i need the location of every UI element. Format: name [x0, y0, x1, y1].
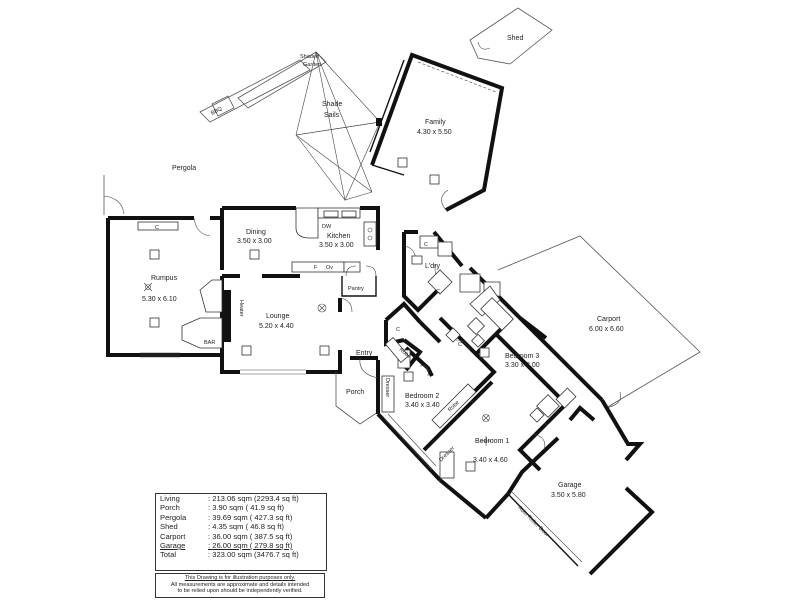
label-porch: Porch — [346, 389, 364, 396]
label-lounge: Lounge — [266, 313, 289, 320]
area-value: : 26.00 sqm ( 279.8 sq ft) — [208, 541, 293, 551]
area-row-porch: Porch : 3.90 sqm ( 41.9 sq ft) — [156, 503, 326, 512]
label-rumpus-dim: 5.30 x 6.10 — [142, 296, 177, 303]
area-row-shed: Shed : 4.35 sqm ( 46.8 sq ft) — [156, 522, 326, 531]
garage-walls — [507, 398, 655, 576]
area-value: : 36.00 sqm ( 387.5 sq ft) — [208, 531, 293, 541]
area-row-living: Living : 213.06 sqm (2293.4 sq ft) — [156, 494, 326, 503]
label-bbq: BBQ — [210, 106, 224, 117]
label-dresser-2: Dresser — [384, 378, 390, 397]
label-ldry-c: C — [424, 242, 428, 248]
shed-outline — [469, 7, 553, 65]
label-garage-dim: 3.50 x 5.80 — [551, 492, 586, 499]
lounge-details — [240, 303, 330, 375]
area-name: Carport — [160, 531, 186, 541]
pergola-outline — [103, 175, 125, 215]
label-kitchen-dim: 3.50 x 3.00 — [319, 242, 354, 249]
label-shed: Shed — [507, 35, 523, 42]
area-table: Living : 213.06 sqm (2293.4 sq ft) Porch… — [155, 493, 327, 571]
label-sails: Sails — [324, 112, 340, 119]
label-pantry: Pantry — [348, 286, 364, 292]
bathroom-details — [445, 297, 577, 423]
label-family: Family — [425, 119, 446, 126]
label-bedroom1-dim: 3.40 x 4.60 — [473, 457, 508, 464]
label-rumpus-c: C — [155, 225, 159, 231]
area-row-carport: Carport : 36.00 sqm ( 387.5 sq ft) — [156, 532, 326, 541]
pergola-post — [376, 118, 382, 126]
area-value: : 39.69 sqm ( 427.3 sq ft) — [208, 512, 293, 522]
label-entry: Entry — [356, 350, 373, 357]
label-oven: Ov — [326, 265, 333, 271]
label-garden: Garden — [303, 62, 321, 68]
label-heater: Heater — [238, 300, 244, 317]
porch-entry — [335, 356, 380, 425]
laundry-details — [403, 235, 501, 317]
label-dw: DW — [322, 224, 332, 230]
label-family-dim: 4.30 x 5.50 — [417, 129, 452, 136]
disclaimer-line-2: All measurements are approximate and det… — [170, 581, 310, 588]
bbq-outline — [199, 59, 311, 123]
area-name: Pergola — [160, 512, 187, 522]
area-name: Porch — [160, 503, 180, 513]
area-total-value: : 323.00 sqm (3476.7 sq ft) — [208, 550, 299, 560]
carport-outline — [497, 235, 701, 409]
label-bed3-c: C — [458, 342, 462, 348]
disclaimer-line-1: This Drawing is for illustration purpose… — [184, 575, 296, 581]
area-row-garage: Garage : 26.00 sqm ( 279.8 sq ft) — [156, 541, 326, 550]
shade-sails-lines — [295, 51, 381, 201]
label-bar: BAR — [204, 340, 215, 346]
area-row-pergola: Pergola : 39.69 sqm ( 427.3 sq ft) — [156, 513, 326, 522]
label-rumpus: Rumpus — [151, 275, 178, 282]
label-dining: Dining — [246, 229, 266, 236]
disclaimer-line-3: to be relied upon should be independentl… — [177, 588, 303, 595]
label-shade: Shade — [322, 101, 342, 108]
label-lounge-dim: 5.20 x 4.40 — [259, 323, 294, 330]
area-name: Living — [160, 494, 180, 503]
area-name: Shed — [160, 522, 178, 532]
label-ldry-c2: C — [436, 289, 440, 295]
label-bedroom2: Bedroom 2 — [405, 393, 439, 400]
area-total-name: Total — [160, 550, 177, 560]
label-carport-dim: 6.00 x 6.60 — [589, 326, 624, 333]
label-fridge: F — [314, 265, 318, 271]
family-room — [369, 52, 505, 212]
label-roller-door: Auto Roller Door — [517, 505, 550, 538]
rumpus-details — [137, 217, 223, 358]
area-name: Garage — [160, 541, 186, 551]
area-value: : 3.90 sqm ( 41.9 sq ft) — [208, 503, 284, 513]
label-bedroom3: Bedroom 3 — [505, 353, 539, 360]
kitchen-details — [249, 207, 377, 313]
label-shaded: Shaded — [300, 54, 319, 60]
disclaimer: This Drawing is for illustration purpose… — [155, 573, 325, 598]
label-carport: Carport — [597, 316, 620, 323]
label-bedroom2-dim: 3.40 x 3.40 — [405, 402, 440, 409]
area-value: : 4.35 sqm ( 46.8 sq ft) — [208, 522, 284, 532]
label-pergola: Pergola — [172, 165, 196, 172]
bedroom-details — [381, 333, 546, 479]
label-bedroom1: Bedroom 1 — [475, 438, 509, 445]
shaded-garden-outline — [237, 51, 327, 109]
label-bed2-c: C — [396, 327, 400, 333]
area-row-total: Total : 323.00 sqm (3476.7 sq ft) — [156, 550, 326, 559]
label-ldry: L'dry — [425, 263, 440, 270]
label-garage: Garage — [558, 482, 581, 489]
label-bedroom3-dim: 3.30 x 3.00 — [505, 362, 540, 369]
label-kitchen: Kitchen — [327, 233, 350, 240]
label-dining-dim: 3.50 x 3.00 — [237, 238, 272, 245]
area-value: : 213.06 sqm (2293.4 sq ft) — [208, 494, 299, 503]
